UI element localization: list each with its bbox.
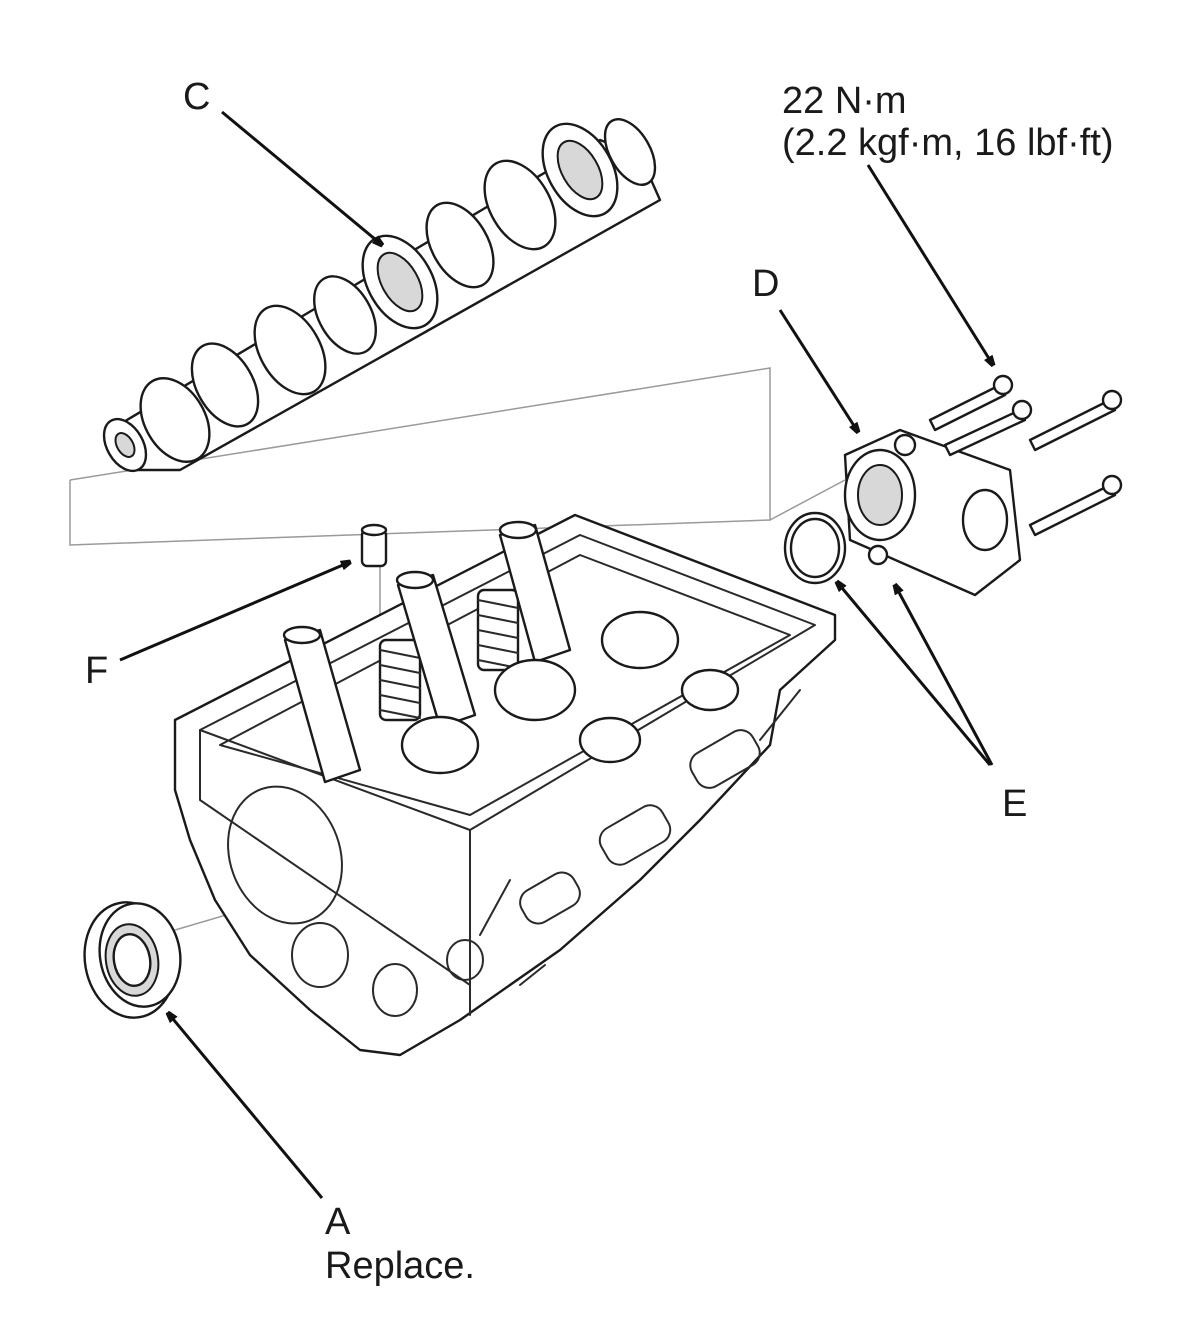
cylinder-head [173,513,837,1057]
camshaft [102,118,662,473]
leader-lines [119,110,994,1199]
label-a: A [325,1201,351,1243]
label-d: D [752,263,780,305]
leader-e-2 [895,585,994,766]
o-rings [783,511,889,585]
leader-e-1 [837,582,992,766]
oil-seal [83,901,182,1019]
bolts [928,374,1123,537]
leader-f [119,562,350,662]
label-a-note: Replace. [325,1245,475,1287]
leader-torque [866,164,993,365]
label-torque-line2: (2.2 kgf·m, 16 lbf·ft) [782,122,1114,164]
label-e: E [1002,783,1028,825]
label-f: F [85,650,109,692]
leader-a [168,1013,324,1199]
leader-c [221,110,382,245]
label-torque-line1: 22 N·m [782,80,907,122]
camshaft-holder-housing [843,428,1022,597]
dowel-pin [360,523,388,568]
label-c: C [183,76,211,118]
leader-d [778,309,858,432]
